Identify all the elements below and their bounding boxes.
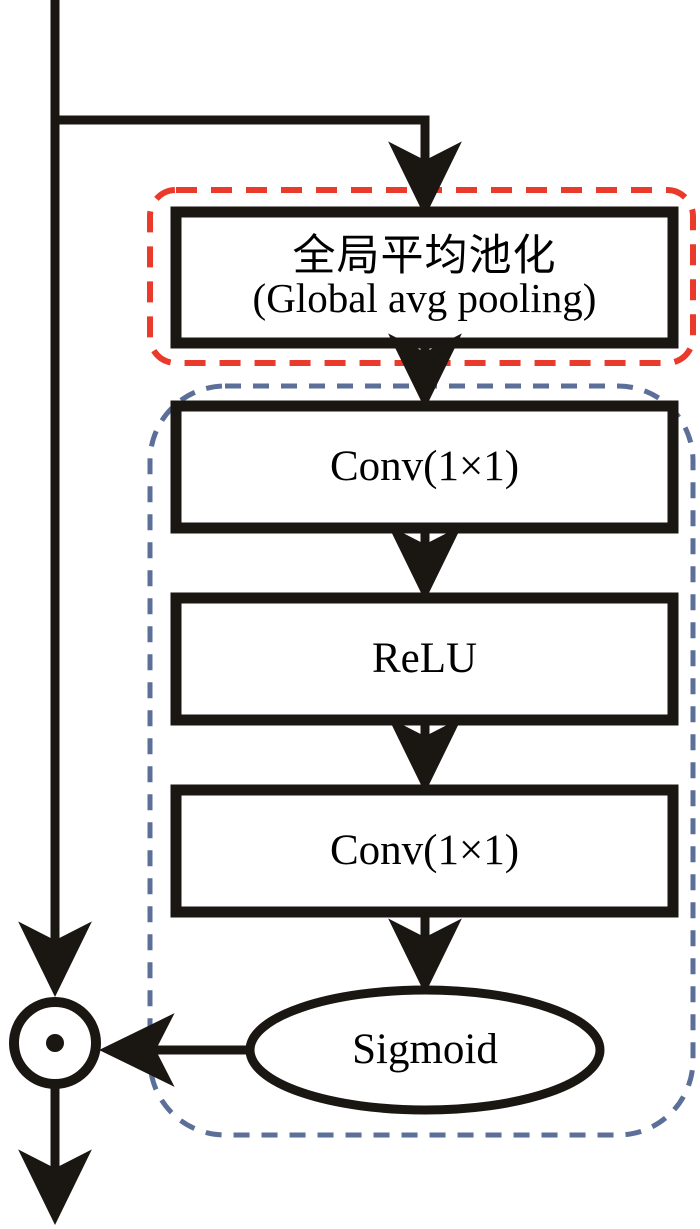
conv-1x1-expand-box xyxy=(170,784,679,918)
sigmoid-ellipse xyxy=(245,985,605,1115)
conv-1x1-reduce-box xyxy=(170,400,679,534)
global-avg-pooling-box xyxy=(170,206,679,349)
multiply-node-dot-icon xyxy=(46,1034,64,1052)
branch-to-pooling-line xyxy=(55,115,462,217)
relu-box xyxy=(170,592,679,726)
